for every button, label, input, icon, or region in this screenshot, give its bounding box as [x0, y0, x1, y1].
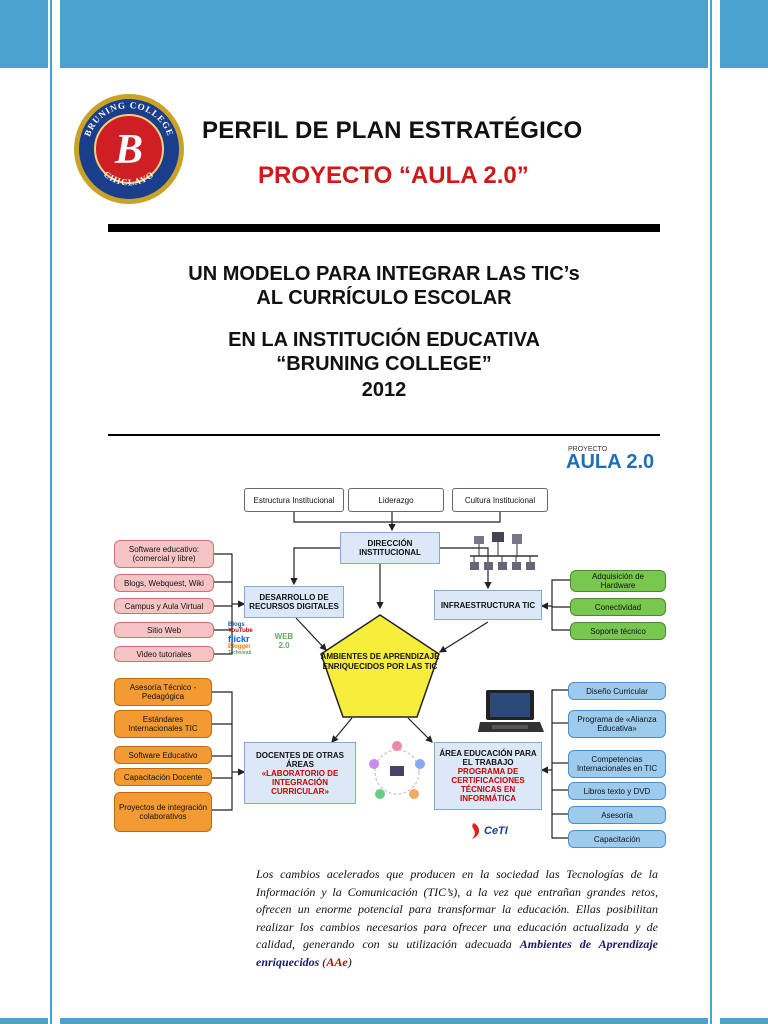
- box-area-educacion-trabajo: ÁREA EDUCACIÓN PARA EL TRABAJO PROGRAMA …: [434, 742, 542, 810]
- laptop-icon: [478, 690, 544, 732]
- center-ambientes-text: AMBIENTES DE APRENDIZAJE ENRIQUECIDOS PO…: [320, 652, 440, 671]
- pink-item-campus: Campus y Aula Virtual: [114, 598, 214, 614]
- box-docentes-otras-areas: DOCENTES DE OTRAS ÁREAS «LABORATORIO DE …: [244, 742, 356, 804]
- ceti-text: CeTI: [484, 825, 508, 837]
- pink-item-video-tutoriales: Video tutoriales: [114, 646, 214, 662]
- svg-text:B: B: [114, 127, 143, 173]
- paragraph-body: Los cambios acelerados que producen en l…: [256, 867, 658, 951]
- aula-logo-small-text: PROYECTO: [568, 446, 608, 453]
- thin-divider: [108, 434, 660, 436]
- web20-blogs: Blogs: [228, 622, 245, 628]
- aula-logo: PROYECTO AULA 2.0: [566, 446, 655, 473]
- paragraph-open-paren: (: [319, 954, 327, 969]
- intro-paragraph: Los cambios acelerados que producen en l…: [256, 866, 658, 971]
- paragraph-close-paren: ): [347, 954, 352, 969]
- blue-item-competencias: Competencias Internacionales en TIC: [568, 750, 666, 778]
- paragraph-abbr: AAe: [326, 954, 348, 969]
- web20-flickr: flickr: [228, 634, 250, 644]
- heading-line-1: UN MODELO PARA INTEGRAR LAS TIC’s: [188, 263, 580, 285]
- orange-item-capacitacion: Capacitación Docente: [114, 768, 212, 786]
- pink-item-sitio-web: Sitio Web: [114, 622, 214, 638]
- college-seal-logo: BRUNING COLLEGE CHICLAYO B: [74, 94, 184, 204]
- web20-youtube: YouTube: [228, 628, 253, 634]
- box-estructura-institucional: Estructura Institucional: [244, 488, 344, 512]
- thick-divider: [108, 224, 660, 232]
- project-subtitle: PROYECTO “AULA 2.0”: [258, 162, 529, 189]
- pink-item-blogs: Blogs, Webquest, Wiki: [114, 574, 214, 592]
- area-title: ÁREA EDUCACIÓN PARA EL TRABAJO: [439, 749, 537, 767]
- blue-item-asesoria: Asesoría: [568, 806, 666, 824]
- document-title: PERFIL DE PLAN ESTRATÉGICO: [202, 117, 583, 144]
- blue-item-capacitacion: Capacitación: [568, 830, 666, 848]
- heading-line-4: “BRUNING COLLEGE”: [276, 353, 492, 375]
- box-direccion-institucional: DIRECCIÓN INSTITUCIONAL: [340, 532, 440, 564]
- box-liderazgo: Liderazgo: [348, 488, 444, 512]
- orange-item-asesoria: Asesoría Técnico - Pedagógica: [114, 678, 212, 706]
- box-desarrollo-recursos-digitales: DESARROLLO DE RECURSOS DIGITALES: [244, 586, 344, 618]
- green-item-conectividad: Conectividad: [570, 598, 666, 616]
- paragraph-highlight: Ambientes de Aprendizaje enriquecidos: [256, 937, 658, 969]
- collaboration-people-icon: [369, 741, 425, 799]
- bottom-band-center: [60, 1018, 708, 1024]
- docentes-subtitle: «LABORATORIO DE INTEGRACIÓN CURRICULAR»: [261, 768, 339, 796]
- docentes-title: DOCENTES DE OTRAS ÁREAS: [255, 750, 344, 769]
- blue-item-libros: Libros texto y DVD: [568, 782, 666, 800]
- aula-logo-big-text: AULA 2.0: [566, 451, 655, 473]
- box-infraestructura-tic: INFRAESTRUCTURA TIC: [434, 590, 542, 620]
- left-border-line: [50, 0, 52, 1024]
- area-subtitle: PROGRAMA DE CERTIFICACIONES TÉCNICAS EN …: [451, 767, 525, 803]
- top-band-left: [0, 0, 48, 68]
- heading-year: 2012: [361, 379, 407, 401]
- pink-item-software-educativo: Software educativo: (comercial y libre): [114, 540, 214, 568]
- blue-item-alianza: Programa de «Alianza Educativa»: [568, 710, 666, 738]
- top-band-right: [720, 0, 768, 68]
- orange-item-estandares: Estándares Internacionales TIC: [114, 710, 212, 738]
- ceti-logo: CeTI: [466, 822, 508, 840]
- bottom-band-left: [0, 1018, 48, 1024]
- blue-item-diseno-curricular: Diseño Curricular: [568, 682, 666, 700]
- network-computers-icon: [470, 532, 538, 570]
- heading-line-3: EN LA INSTITUCIÓN EDUCATIVA: [228, 329, 540, 351]
- green-item-soporte: Soporte técnico: [570, 622, 666, 640]
- center-pentagon: [320, 614, 440, 718]
- web20-blogger: Blogger: [228, 644, 251, 650]
- ceti-flame-icon: [472, 823, 480, 839]
- orange-item-proyectos: Proyectos de integración colaborativos: [114, 792, 212, 832]
- bottom-band-right: [720, 1018, 768, 1024]
- web20-badge: WEB 2.0: [274, 632, 294, 650]
- green-item-adquisicion: Adquisición de Hardware: [570, 570, 666, 592]
- web20-technorati: Technorati: [228, 650, 252, 656]
- top-band-center: [60, 0, 708, 68]
- right-border-line: [710, 0, 712, 1024]
- web20-collage: Blogs YouTube flickr Blogger Technorati …: [228, 622, 300, 686]
- orange-item-software: Software Educativo: [114, 746, 212, 764]
- heading-line-2: AL CURRÍCULO ESCOLAR: [256, 287, 512, 309]
- box-cultura-institucional: Cultura Institucional: [452, 488, 548, 512]
